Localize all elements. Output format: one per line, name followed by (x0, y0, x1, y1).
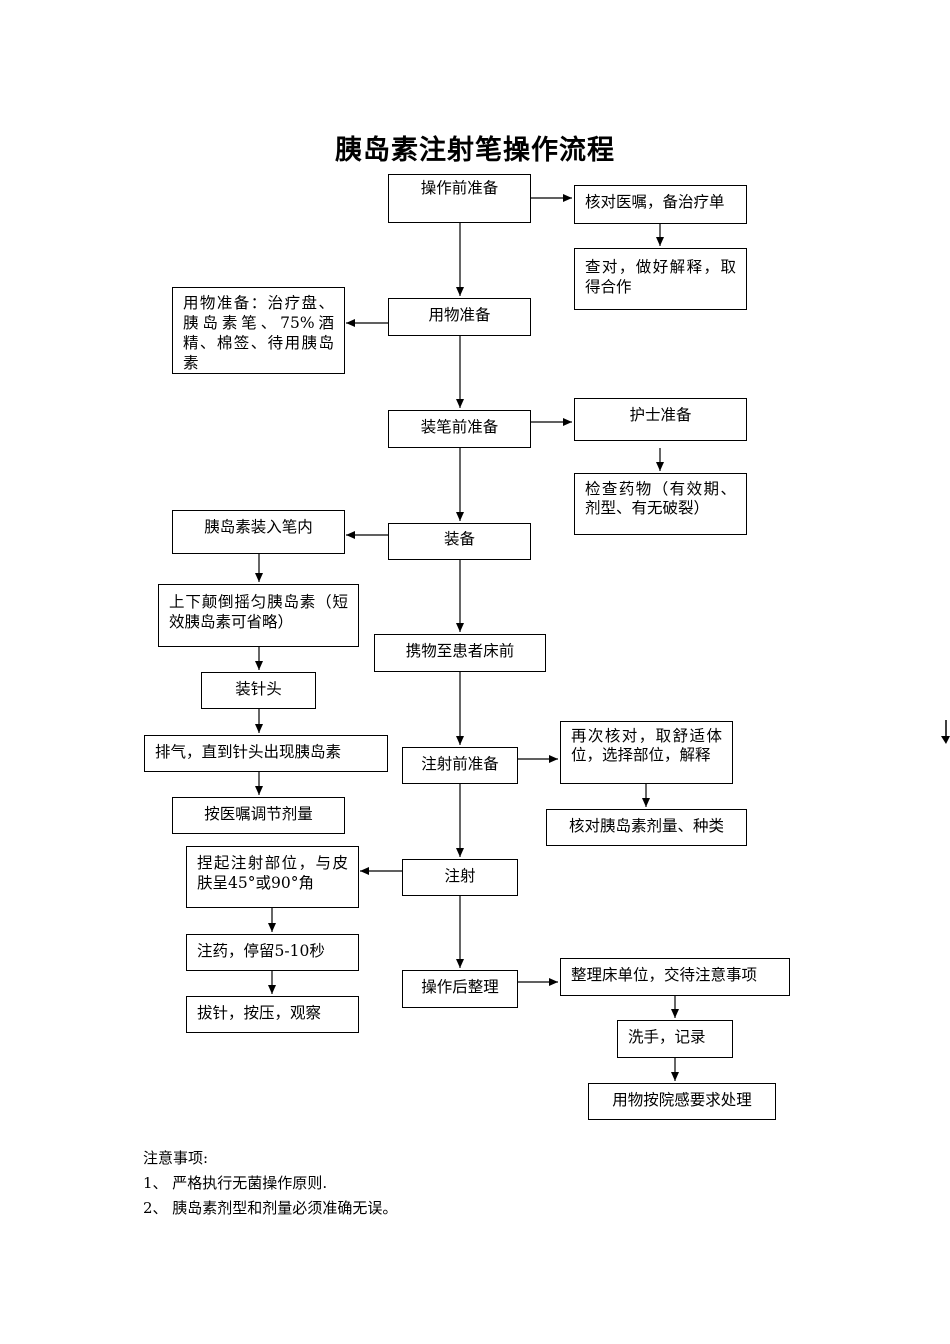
step-pen-load-prep: 装笔前准备 (388, 410, 531, 448)
page-title: 胰岛素注射笔操作流程 (335, 135, 615, 166)
step-adjust-dose: 按医嘱调节剂量 (172, 797, 345, 834)
step-tidy-bed: 整理床单位，交待注意事项 (560, 958, 790, 996)
stray-arrow-mark (941, 720, 950, 744)
step-nurse-prep: 护士准备 (574, 398, 747, 441)
step-pre-injection-prep: 注射前准备 (402, 747, 518, 784)
step-inject-hold: 注药，停留5-10秒 (186, 934, 359, 971)
step-supplies-list: 用物准备：治疗盘、胰岛素笔、75%酒精、棉签、待用胰岛素 (172, 287, 345, 374)
step-inject: 注射 (402, 859, 518, 896)
step-recheck-position: 再次核对，取舒适体位，选择部位，解释 (560, 721, 733, 784)
notes-heading: 注意事项: (143, 1149, 209, 1167)
step-post-op: 操作后整理 (402, 970, 518, 1008)
step-pinch-skin: 捏起注射部位，与皮肤呈45°或90°角 (186, 846, 359, 908)
note-item: 1、 严格执行无菌操作原则. (143, 1174, 328, 1192)
step-dispose: 用物按院感要求处理 (588, 1083, 776, 1120)
note-item: 2、 胰岛素剂型和剂量必须准确无误。 (143, 1199, 398, 1217)
step-supplies-prep: 用物准备 (388, 298, 531, 336)
step-pre-op-prep: 操作前准备 (388, 174, 531, 223)
step-prime: 排气，直到针头出现胰岛素 (144, 735, 388, 772)
step-check-explain: 查对，做好解释，取得合作 (574, 248, 747, 310)
step-attach-needle: 装针头 (201, 672, 316, 709)
step-verify-orders: 核对医嘱，备治疗单 (574, 185, 747, 224)
step-check-drug: 检查药物（有效期、剂型、有无破裂） (574, 473, 747, 535)
step-insulin-into-pen: 胰岛素装入笔内 (172, 510, 345, 554)
step-withdraw: 拔针，按压，观察 (186, 996, 359, 1033)
step-to-bedside: 携物至患者床前 (374, 634, 546, 672)
step-wash-record: 洗手，记录 (617, 1020, 733, 1058)
step-invert-mix: 上下颠倒摇匀胰岛素（短效胰岛素可省略） (158, 584, 359, 647)
notes-section: 注意事项: 1、 严格执行无菌操作原则. 2、 胰岛素剂型和剂量必须准确无误。 (143, 1146, 397, 1221)
step-assemble: 装备 (388, 523, 531, 560)
step-verify-dose-type: 核对胰岛素剂量、种类 (546, 809, 747, 846)
